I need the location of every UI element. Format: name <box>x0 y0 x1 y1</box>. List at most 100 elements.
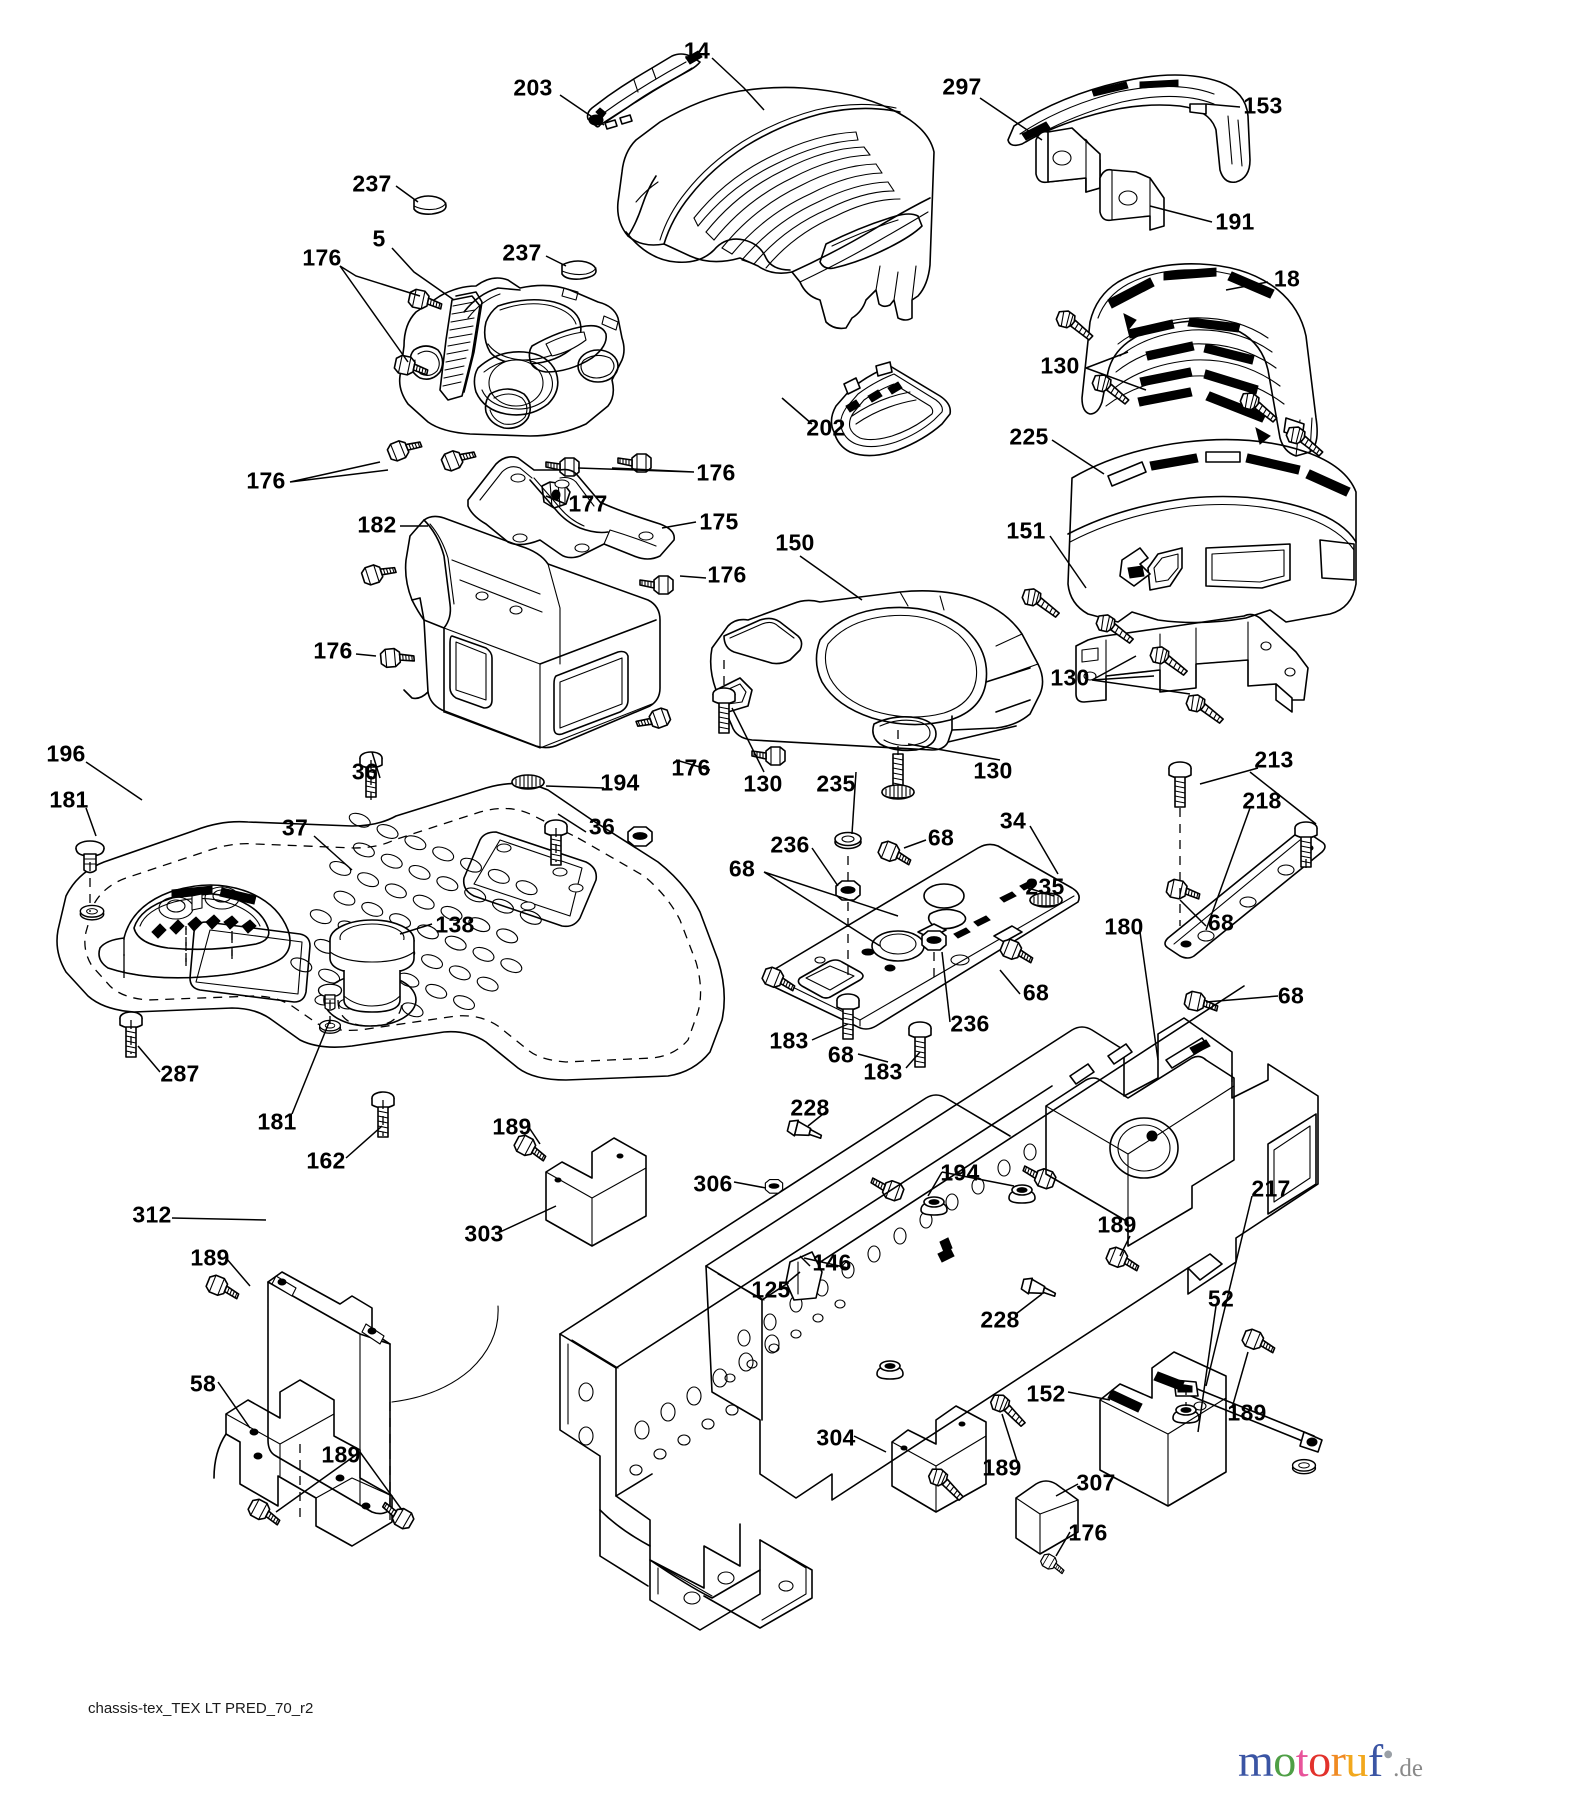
part-36-bolts <box>359 751 568 866</box>
callout-304: 304 <box>816 1424 856 1451</box>
callout-176g: 176 <box>1068 1519 1108 1546</box>
callout-176d: 176 <box>707 561 747 588</box>
callout-150: 150 <box>775 529 815 556</box>
callout-146: 146 <box>812 1249 852 1276</box>
part-304-bracket <box>891 1405 987 1513</box>
callout-68e: 68 <box>1277 982 1305 1009</box>
callout-196: 196 <box>46 740 86 767</box>
part-181-push-pins <box>75 840 343 1034</box>
part-152-shield <box>1099 1351 1227 1507</box>
part-237b-plug-cap <box>561 260 597 280</box>
callout-130b: 130 <box>1050 664 1090 691</box>
callout-235b: 235 <box>1025 873 1065 900</box>
wm-letter-r: r <box>1330 1735 1346 1786</box>
part-196-tread-pad <box>98 884 291 979</box>
callout-36a: 36 <box>351 758 379 785</box>
callout-181b: 181 <box>257 1108 297 1135</box>
callout-191: 191 <box>1215 208 1255 235</box>
callout-189b: 189 <box>1097 1211 1137 1238</box>
callout-203: 203 <box>513 74 553 101</box>
wm-tld: .de <box>1393 1755 1423 1782</box>
wm-letter-u: u <box>1345 1735 1368 1786</box>
part-125-146-wedge <box>785 1237 955 1301</box>
callout-68c: 68 <box>1207 909 1235 936</box>
part-150-engine-shroud <box>709 590 1044 752</box>
part-153-trim-strip <box>1007 74 1251 184</box>
part-180-frame-rails <box>559 985 1319 1631</box>
callout-189a: 189 <box>492 1113 532 1140</box>
part-203-hood-trim <box>586 50 703 130</box>
callout-225: 225 <box>1009 423 1049 450</box>
callout-287: 287 <box>160 1060 200 1087</box>
callout-183b: 183 <box>863 1058 903 1085</box>
callout-306: 306 <box>693 1170 733 1197</box>
callout-130d: 130 <box>973 757 1013 784</box>
callout-236b: 236 <box>950 1010 990 1037</box>
callout-152: 152 <box>1026 1380 1066 1407</box>
callout-37: 37 <box>281 814 309 841</box>
callout-177: 177 <box>568 490 608 517</box>
callout-18: 18 <box>1273 265 1301 292</box>
callout-176e: 176 <box>313 637 353 664</box>
wm-letter-m: m <box>1238 1735 1274 1786</box>
callout-194b: 194 <box>940 1159 980 1186</box>
callout-189f: 189 <box>321 1441 361 1468</box>
diagram-caption: chassis-tex_TEX LT PRED_70_r2 <box>88 1700 314 1717</box>
wm-letter-f: f <box>1367 1735 1383 1786</box>
callout-162: 162 <box>306 1147 346 1174</box>
callout-153: 153 <box>1243 92 1283 119</box>
callout-218: 218 <box>1242 787 1282 814</box>
callout-189c: 189 <box>190 1244 230 1271</box>
callout-151: 151 <box>1006 517 1046 544</box>
callout-189e: 189 <box>982 1454 1022 1481</box>
callout-236a: 236 <box>770 831 810 858</box>
callout-176f: 176 <box>671 754 711 781</box>
callout-14: 14 <box>683 37 711 64</box>
part-151-mount-bracket <box>1075 613 1309 713</box>
callout-312: 312 <box>132 1201 172 1228</box>
callout-189d: 189 <box>1227 1399 1267 1426</box>
callout-58: 58 <box>189 1370 217 1397</box>
part-37-fender-deck <box>56 782 726 1081</box>
callout-138: 138 <box>435 911 475 938</box>
wm-dot-icon: ● <box>1382 1743 1394 1764</box>
callout-68b: 68 <box>728 855 756 882</box>
part-297-cap-block <box>1035 127 1101 193</box>
callout-68f: 68 <box>827 1041 855 1068</box>
part-237a-plug-cap <box>413 195 447 215</box>
callout-194a: 194 <box>600 769 640 796</box>
assembly-guides <box>89 660 1307 1406</box>
part-303-bracket <box>545 1137 647 1247</box>
part-191-cap-block <box>1099 168 1165 231</box>
callout-68a: 68 <box>927 824 955 851</box>
part-14-hood <box>616 86 935 330</box>
callout-182: 182 <box>357 511 397 538</box>
part-162-bolt <box>371 1091 395 1138</box>
part-306-nut <box>764 1178 784 1194</box>
callout-36b: 36 <box>588 813 616 840</box>
motoruf-watermark: motoruf●.de <box>1238 1738 1423 1784</box>
callout-176c: 176 <box>246 467 286 494</box>
callout-183a: 183 <box>769 1027 809 1054</box>
callout-130a: 130 <box>1040 352 1080 379</box>
callout-175: 175 <box>699 508 739 535</box>
callout-176b: 176 <box>696 459 736 486</box>
callout-125: 125 <box>751 1276 791 1303</box>
part-225-rear-panel <box>1067 438 1357 624</box>
part-5-dash-panel <box>398 277 625 437</box>
part-18-right-grille <box>1081 263 1318 457</box>
callout-235a: 235 <box>816 770 856 797</box>
callout-237a: 237 <box>352 170 392 197</box>
callout-181a: 181 <box>49 786 89 813</box>
callout-52: 52 <box>1207 1285 1235 1312</box>
callout-68d: 68 <box>1022 979 1050 1006</box>
callout-213: 213 <box>1254 746 1294 773</box>
callout-237b: 237 <box>502 239 542 266</box>
part-287-bolt <box>119 1011 143 1058</box>
wm-letter-o2: o <box>1308 1735 1331 1786</box>
callout-228a: 228 <box>790 1094 830 1121</box>
callout-303: 303 <box>464 1220 504 1247</box>
callout-297: 297 <box>942 73 982 100</box>
